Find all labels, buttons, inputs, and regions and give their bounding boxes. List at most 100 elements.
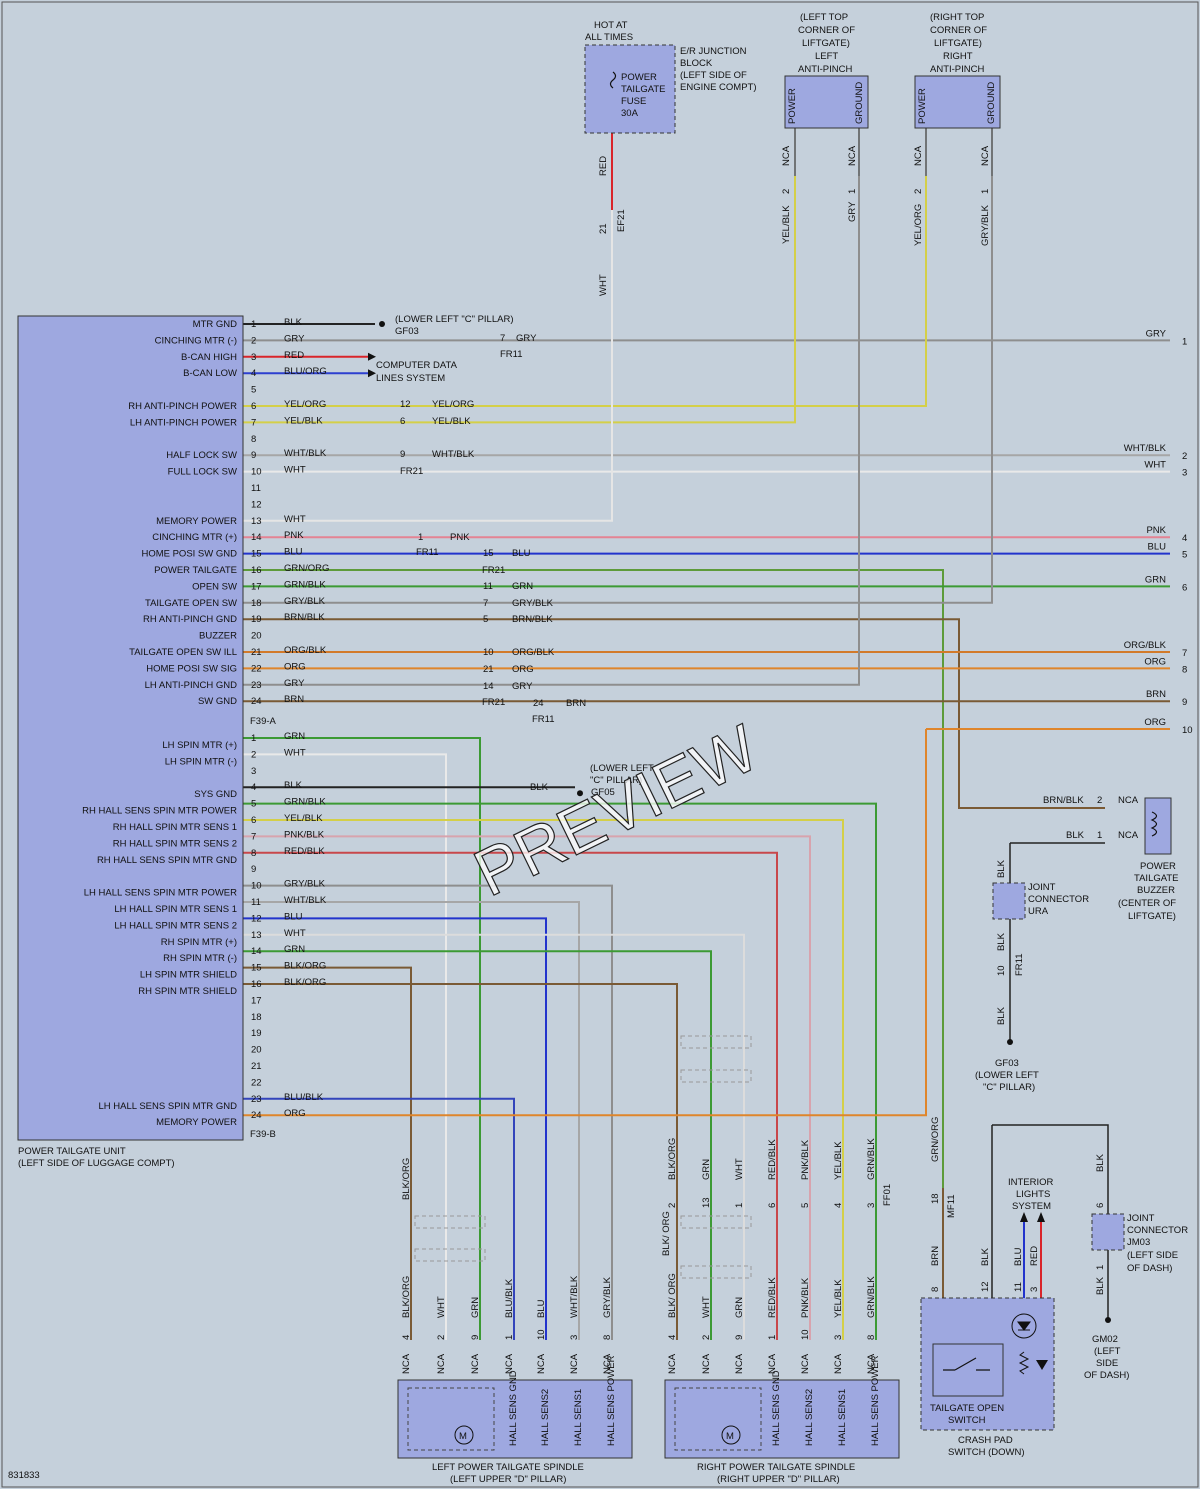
right-edge-ref-2: 2 xyxy=(1182,451,1187,462)
ls-pin-0: 4 xyxy=(401,1335,412,1340)
pin-a-label-7: LH ANTI-PINCH POWER xyxy=(130,417,237,428)
ap-left-pin-p: 2 xyxy=(781,189,792,194)
pin-a-number-17: 17 xyxy=(251,581,262,592)
ura-wire-top: BLK xyxy=(996,859,1007,878)
fr21-pin-9: 9 xyxy=(400,449,405,460)
pin-a-label-20: BUZZER xyxy=(199,631,237,642)
shield-loop xyxy=(680,1035,752,1049)
pin-a-color-23: GRY xyxy=(284,678,305,689)
pin-b-color-11: WHT/BLK xyxy=(284,895,327,906)
power-tailgate-buzzer: BRN/BLK 2 NCA BLK 1 NCA POWER TAILGATE B… xyxy=(1043,795,1179,922)
pin-a-label-1: MTR GND xyxy=(193,319,237,330)
fuse-block-3: (LEFT SIDE OF xyxy=(680,70,747,81)
fr21-wire-yelorg: YEL/ORG xyxy=(432,399,474,410)
right-edge-ref-5: 5 xyxy=(1182,550,1187,561)
rs-upper-wire-2: WHT xyxy=(734,1158,745,1180)
ap-right-nca-2: NCA xyxy=(980,145,991,166)
pin-b-label-2: LH SPIN MTR (-) xyxy=(165,756,237,767)
pin-b-number-21: 21 xyxy=(251,1061,262,1072)
pin-a-color-1: BLK xyxy=(284,317,303,328)
ap-left-nca-1: NCA xyxy=(781,145,792,166)
pin-a-number-10: 10 xyxy=(251,467,262,478)
ap-right-l2: CORNER OF xyxy=(930,25,987,36)
wire-jm03 xyxy=(992,1124,1109,1318)
ap-right-wire-p: YEL/ORG xyxy=(913,204,924,246)
fuse-block: HOT AT ALL TIMES POWER TAILGATE FUSE 30A… xyxy=(584,20,757,296)
ap-right-pin-g: 1 xyxy=(980,189,991,194)
ls-sens-2: HALL SENS1 xyxy=(573,1389,584,1446)
fr11-pin-24: 24 xyxy=(533,698,544,709)
ls-pin-4: 10 xyxy=(536,1329,547,1340)
fr11-wire-gry: GRY xyxy=(516,333,537,344)
pin-b-label-7: RH HALL SPIN MTR SENS 2 xyxy=(113,838,237,849)
lines-system-label: LINES SYSTEM xyxy=(376,373,445,384)
ls-wire-1: WHT xyxy=(436,1296,447,1318)
buzzer-nca-2: NCA xyxy=(1118,830,1139,841)
diode-icon xyxy=(1036,1360,1048,1370)
fr21-label-2: FR21 xyxy=(482,565,505,576)
shield-loop xyxy=(680,1265,752,1279)
pin-b-color-16: BLK/ORG xyxy=(284,977,326,988)
wire-b23 xyxy=(243,1097,515,1340)
rs-mid-wire: BLK/ ORG xyxy=(661,1211,672,1256)
ura-l3: URA xyxy=(1028,906,1049,917)
motor-shield xyxy=(407,1387,495,1451)
ap-left-ground: GROUND xyxy=(854,82,865,124)
rs-upper-pin-2: 1 xyxy=(734,1203,745,1208)
ls-nca-1: NCA xyxy=(436,1353,447,1374)
ls-wire-6: GRY/BLK xyxy=(602,1276,613,1318)
fuse-icon xyxy=(609,71,617,89)
gf03-top-label: (LOWER LEFT "C" PILLAR) xyxy=(395,314,513,325)
jm03-l2: CONNECTOR xyxy=(1127,1225,1188,1236)
pin-a-number-8: 8 xyxy=(251,434,256,445)
right-edge-ref-10: 10 xyxy=(1182,725,1193,736)
right-edge-color-2: WHT/BLK xyxy=(1124,443,1167,454)
pin-b-color-6: YEL/BLK xyxy=(284,813,323,824)
fr21-wire-yelblk: YEL/BLK xyxy=(432,416,471,427)
pin-b-label-5: RH HALL SENS SPIN MTR POWER xyxy=(82,806,237,817)
pin-a-number-9: 9 xyxy=(251,450,256,461)
jm03-pin-bot: 1 xyxy=(1095,1265,1106,1270)
pin-a-label-24: SW GND xyxy=(198,696,237,707)
module-location: (LEFT SIDE OF LUGGAGE COMPT) xyxy=(18,1158,175,1169)
wire-b14 xyxy=(243,950,712,1340)
wire-a16 xyxy=(243,569,944,1188)
rs-sens-1: HALL SENS2 xyxy=(804,1389,815,1446)
ls-pin-5: 3 xyxy=(569,1335,580,1340)
rs-upper-pin-0: 2 xyxy=(667,1203,678,1208)
right-edge-ref-4: 4 xyxy=(1182,533,1187,544)
pin-a-color-7: YEL/BLK xyxy=(284,415,323,426)
rs-sens-3: HALL SENS POWER xyxy=(870,1355,881,1446)
pin-b-color-1: GRN xyxy=(284,731,305,742)
fuse-name-2: TAILGATE xyxy=(621,84,666,95)
pin-b-color-13: WHT xyxy=(284,928,306,939)
fuse-all-times-label: ALL TIMES xyxy=(585,32,633,43)
rs-upper-pin-4: 5 xyxy=(800,1203,811,1208)
jm03-gnd-2: (LEFT xyxy=(1094,1346,1121,1357)
buzzer-nca-1: NCA xyxy=(1118,795,1139,806)
pin-a-number-16: 16 xyxy=(251,565,262,576)
rs-nca-2: NCA xyxy=(734,1353,745,1374)
wire-b5 xyxy=(243,802,877,1340)
pin-b-label-6: RH HALL SPIN MTR SENS 1 xyxy=(113,822,237,833)
gf05-label-1: (LOWER LEFT xyxy=(590,763,654,774)
wire-b10 xyxy=(243,884,613,1340)
pin-b-number-3: 3 xyxy=(251,766,256,777)
right-edge-ref-8: 8 xyxy=(1182,664,1187,675)
fr21-wire-orgblk: ORG/BLK xyxy=(512,647,555,658)
pin-b-color-8: RED/BLK xyxy=(284,846,325,857)
cp-wire-blk: BLK xyxy=(980,1247,991,1266)
rs-nca-6: NCA xyxy=(866,1353,877,1374)
buzzer-wire-2: BLK xyxy=(1066,830,1085,841)
ls-name-2: (LEFT UPPER "D" PILLAR) xyxy=(450,1474,566,1485)
rs-pin-6: 8 xyxy=(866,1335,877,1340)
fr21-pin-10: 10 xyxy=(483,647,494,658)
ls-sens-0: HALL SENS GND xyxy=(508,1370,519,1446)
ls-sens-1: HALL SENS2 xyxy=(540,1389,551,1446)
jm03-l5: OF DASH) xyxy=(1127,1263,1172,1274)
pin-a-label-17: OPEN SW xyxy=(192,581,237,592)
pin-a-label-4: B-CAN LOW xyxy=(183,368,237,379)
pin-b-color-4: BLK xyxy=(284,780,303,791)
pin-b-color-24: ORG xyxy=(284,1108,306,1119)
pin-a-label-23: LH ANTI-PINCH GND xyxy=(145,680,238,691)
